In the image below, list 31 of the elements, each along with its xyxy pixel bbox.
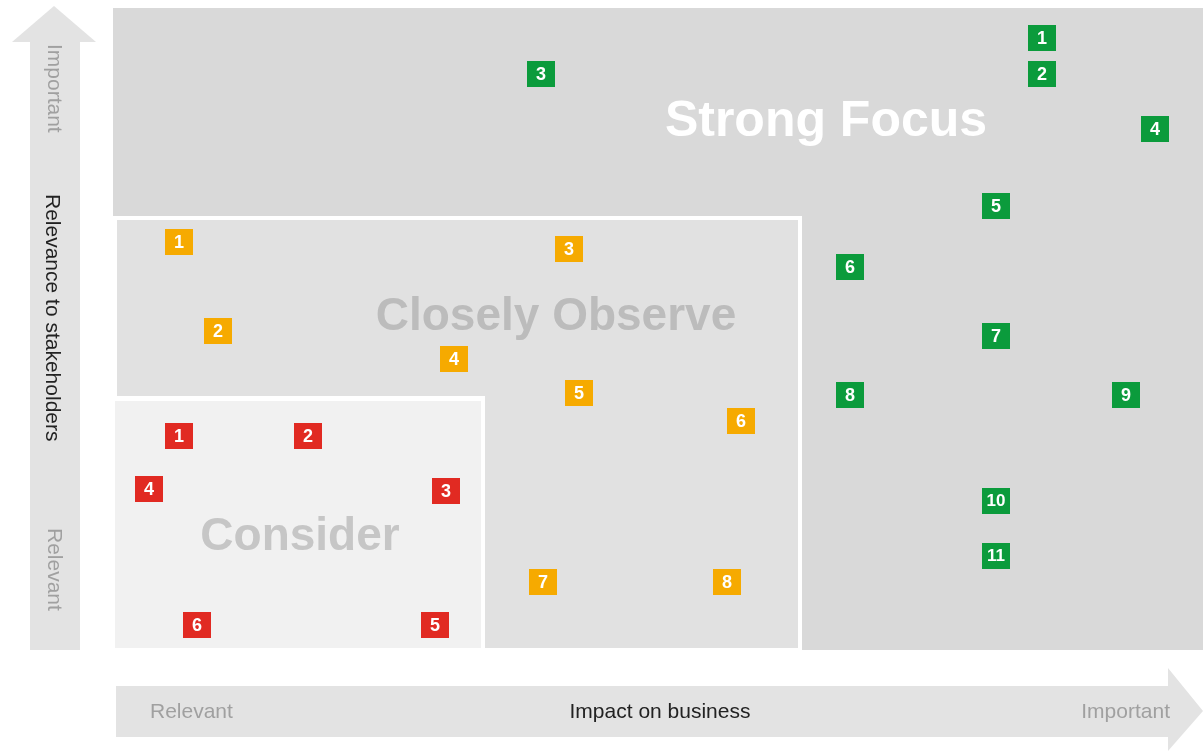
axis-label: Impact on business [569, 699, 751, 723]
number-marker: 1 [165, 229, 193, 255]
number-marker: 8 [836, 382, 864, 408]
axis-label: Relevant [150, 699, 233, 723]
axis-label: Important [1081, 699, 1170, 723]
number-marker: 10 [982, 488, 1010, 514]
number-marker: 5 [982, 193, 1010, 219]
number-marker: 2 [1028, 61, 1056, 87]
number-marker: 5 [421, 612, 449, 638]
number-marker: 11 [982, 543, 1010, 569]
axis-label: Relevance to stakeholders [41, 194, 65, 442]
number-marker: 6 [183, 612, 211, 638]
number-marker: 8 [713, 569, 741, 595]
number-marker: 7 [982, 323, 1010, 349]
number-marker: 5 [565, 380, 593, 406]
number-marker: 1 [1028, 25, 1056, 51]
axis-label: Important [43, 44, 67, 133]
number-marker: 6 [727, 408, 755, 434]
number-marker: 2 [294, 423, 322, 449]
number-marker: 7 [529, 569, 557, 595]
number-marker: 1 [165, 423, 193, 449]
number-marker: 3 [432, 478, 460, 504]
number-marker: 9 [1112, 382, 1140, 408]
number-marker: 2 [204, 318, 232, 344]
number-marker: 3 [555, 236, 583, 262]
number-marker: 4 [440, 346, 468, 372]
number-marker: 4 [1141, 116, 1169, 142]
number-marker: 3 [527, 61, 555, 87]
number-marker: 6 [836, 254, 864, 280]
number-marker: 4 [135, 476, 163, 502]
axis-label: Relevant [43, 528, 67, 611]
